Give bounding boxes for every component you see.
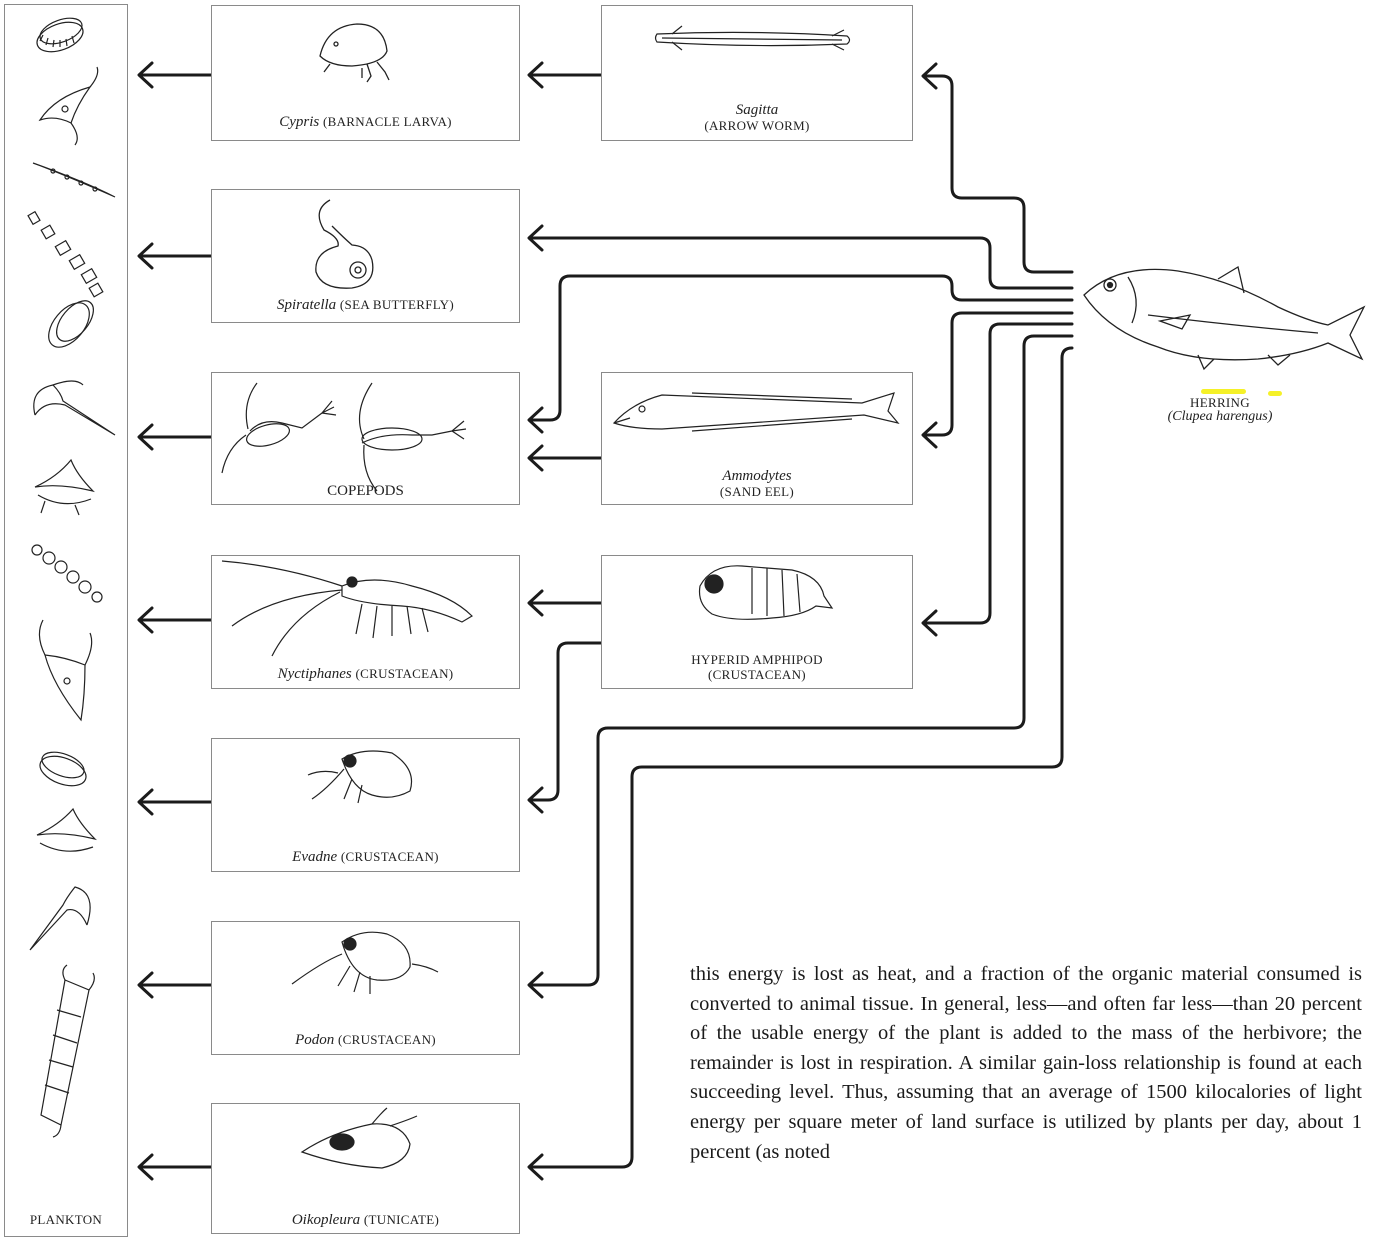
spiratella-box: Spiratella (SEA BUTTERFLY) bbox=[211, 189, 520, 323]
arrows-to-plankton bbox=[139, 63, 212, 1179]
nyctiphanes-box: Nyctiphanes (CRUSTACEAN) bbox=[211, 555, 520, 689]
copepods-box: COPEPODS bbox=[211, 372, 520, 505]
highlight-mark bbox=[1201, 389, 1246, 394]
chain-diatom-icon bbox=[28, 212, 103, 297]
herring-icon bbox=[1078, 255, 1368, 385]
podon-label: Podon (CRUSTACEAN) bbox=[212, 1032, 519, 1048]
sagitta-common-name: (ARROW WORM) bbox=[602, 118, 912, 133]
chain-diatom-icon bbox=[41, 965, 94, 1137]
podon-box: Podon (CRUSTACEAN) bbox=[211, 921, 520, 1055]
diatom-disc-icon bbox=[33, 13, 87, 57]
cypris-label: Cypris (BARNACLE LARVA) bbox=[212, 114, 519, 130]
article-paragraph: this energy is lost as heat, and a fract… bbox=[690, 960, 1362, 1167]
peridinium-icon bbox=[37, 809, 95, 851]
sagitta-sci-name: Sagitta bbox=[602, 103, 912, 118]
nyctiphanes-label: Nyctiphanes (CRUSTACEAN) bbox=[212, 666, 519, 682]
ammodytes-label: Ammodytes (SAND EEL) bbox=[602, 469, 912, 499]
podon-sci-name: Podon bbox=[295, 1032, 334, 1048]
oikopleura-label: Oikopleura (TUNICATE) bbox=[212, 1212, 519, 1228]
ceratium-icon bbox=[34, 381, 115, 435]
nyctiphanes-sci-name: Nyctiphanes bbox=[278, 666, 352, 682]
hyperid-amphipod-group: (CRUSTACEAN) bbox=[602, 667, 912, 682]
ammodytes-box: Ammodytes (SAND EEL) bbox=[601, 372, 913, 505]
dinoflagellate-icon bbox=[39, 620, 91, 720]
oikopleura-common-name: (TUNICATE) bbox=[364, 1212, 439, 1227]
spiratella-common-name: (SEA BUTTERFLY) bbox=[340, 297, 454, 312]
herring-label: HERRING (Clupea harengus) bbox=[1120, 396, 1320, 424]
chain-diatom-icon bbox=[32, 545, 102, 602]
cypris-sci-name: Cypris bbox=[279, 114, 319, 130]
dinoflagellate-icon bbox=[40, 67, 98, 145]
hyperid-amphipod-box: HYPERID AMPHIPOD (CRUSTACEAN) bbox=[601, 555, 913, 689]
article-body-text: this energy is lost as heat, and a fract… bbox=[690, 960, 1362, 1167]
arrows-between-columns bbox=[529, 63, 602, 812]
plankton-drawings bbox=[5, 5, 129, 1238]
spiratella-label: Spiratella (SEA BUTTERFLY) bbox=[212, 297, 519, 313]
oikopleura-box: Oikopleura (TUNICATE) bbox=[211, 1103, 520, 1234]
evadne-label: Evadne (CRUSTACEAN) bbox=[212, 849, 519, 865]
podon-common-name: (CRUSTACEAN) bbox=[338, 1032, 436, 1047]
cypris-box: Cypris (BARNACLE LARVA) bbox=[211, 5, 520, 141]
hyperid-amphipod-label: HYPERID AMPHIPOD (CRUSTACEAN) bbox=[602, 652, 912, 682]
cypris-common-name: (BARNACLE LARVA) bbox=[323, 114, 452, 129]
herring-common-name: HERRING bbox=[1120, 396, 1320, 410]
sagitta-label: Sagitta (ARROW WORM) bbox=[602, 103, 912, 133]
nyctiphanes-common-name: (CRUSTACEAN) bbox=[356, 666, 454, 681]
evadne-sci-name: Evadne bbox=[292, 849, 337, 865]
spiratella-sci-name: Spiratella bbox=[277, 297, 336, 313]
ammodytes-sci-name: Ammodytes bbox=[602, 469, 912, 484]
evadne-common-name: (CRUSTACEAN) bbox=[341, 849, 439, 864]
diatom-disc-icon bbox=[36, 747, 90, 791]
sagitta-box: Sagitta (ARROW WORM) bbox=[601, 5, 913, 141]
oikopleura-sci-name: Oikopleura bbox=[292, 1212, 360, 1228]
plankton-panel: PLANKTON bbox=[4, 4, 128, 1237]
elongated-diatom-icon bbox=[33, 163, 115, 197]
diatom-disc-icon bbox=[41, 294, 101, 354]
ceratium-icon bbox=[30, 887, 90, 950]
hyperid-amphipod-name: HYPERID AMPHIPOD bbox=[602, 652, 912, 667]
copepods-label: COPEPODS bbox=[212, 484, 519, 499]
peridinium-icon bbox=[35, 460, 93, 515]
evadne-box: Evadne (CRUSTACEAN) bbox=[211, 738, 520, 872]
ammodytes-common-name: (SAND EEL) bbox=[602, 484, 912, 499]
plankton-label: PLANKTON bbox=[5, 1212, 127, 1228]
herring-sci-name: (Clupea harengus) bbox=[1120, 410, 1320, 424]
